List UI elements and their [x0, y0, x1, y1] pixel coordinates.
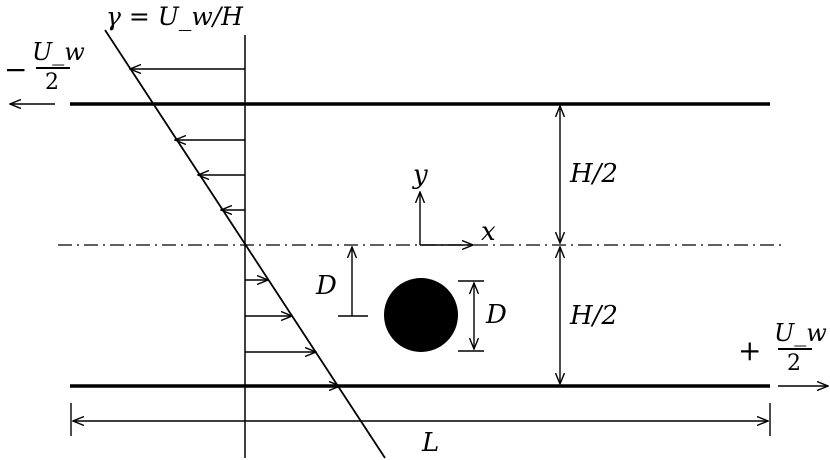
y-axis-label: y [413, 160, 428, 190]
top-wall-velocity-label: − U_w 2 [0, 38, 85, 98]
bottom-wall-denominator: 2 [787, 351, 801, 376]
bottom-wall-fraction-bar [778, 348, 812, 350]
diameter-d-label: D [486, 300, 507, 330]
top-wall-fraction-bar [36, 67, 70, 69]
length-l-label: L [422, 428, 440, 458]
half-height-top-label: H/2 [570, 159, 618, 189]
bottom-wall-numerator: U_w [774, 319, 827, 347]
top-wall-denominator: 2 [45, 70, 59, 95]
offset-d-label: D [316, 271, 337, 301]
shear-rate-label: γ = U_w/H [106, 2, 243, 31]
top-wall-sign: − [4, 53, 28, 86]
half-height-bottom-label: H/2 [570, 301, 618, 331]
cylinder [384, 278, 458, 352]
top-wall-numerator: U_w [32, 38, 85, 66]
x-axis-label: x [481, 217, 496, 247]
bottom-wall-velocity-label: + U_w 2 [736, 319, 827, 380]
bottom-wall-sign: + [738, 334, 762, 367]
